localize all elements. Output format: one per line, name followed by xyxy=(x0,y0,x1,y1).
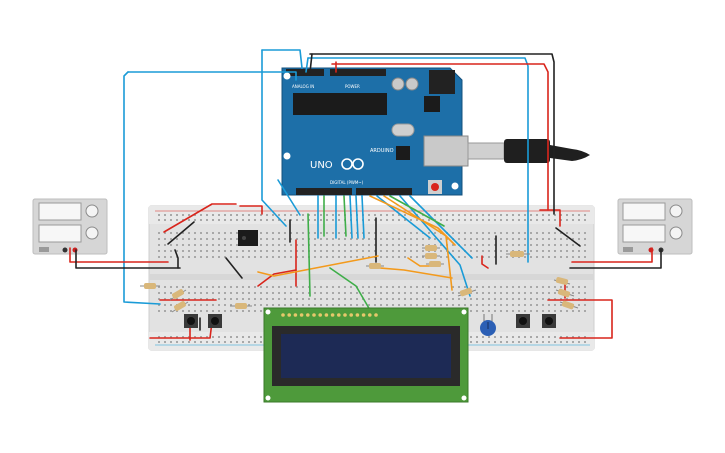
lcd-display[interactable] xyxy=(263,307,469,403)
pushbutton-icon xyxy=(211,317,219,325)
pushbutton-right-2[interactable] xyxy=(542,314,556,328)
pushbutton-icon xyxy=(545,317,553,325)
pushbutton-left-2[interactable] xyxy=(208,314,222,328)
power-supply-right[interactable] xyxy=(617,198,693,255)
arduino-logo-icon xyxy=(341,158,364,170)
resistor[interactable] xyxy=(506,251,530,257)
digital-header-label: DIGITAL (PWM~) xyxy=(330,180,364,185)
resistor[interactable] xyxy=(426,261,444,267)
resistor[interactable] xyxy=(457,287,477,297)
pushbutton-right-1[interactable] xyxy=(516,314,530,328)
usb-cable[interactable] xyxy=(467,139,590,163)
resistor[interactable] xyxy=(559,300,579,310)
analog-header-label: ANALOG IN xyxy=(292,84,314,89)
lcd-pin-header xyxy=(281,313,378,317)
board-brand-label: UNO xyxy=(310,160,333,171)
resistor[interactable] xyxy=(366,263,384,269)
power-header-label: POWER xyxy=(345,84,360,89)
lcd-screen xyxy=(281,334,451,378)
resistor[interactable] xyxy=(140,283,160,289)
potentiometer[interactable] xyxy=(480,314,496,336)
resistor[interactable] xyxy=(422,245,440,251)
resistor[interactable] xyxy=(422,253,440,259)
wires[interactable] xyxy=(69,49,662,341)
arduino-uno-board[interactable]: UNO ARDUINO POWER ANALOG IN DIGITAL (PWM… xyxy=(281,67,469,196)
power-jack-icon xyxy=(429,70,455,94)
pushbutton-icon xyxy=(187,317,195,325)
ic-chip[interactable] xyxy=(238,230,258,246)
reset-button[interactable] xyxy=(431,183,439,191)
pushbutton-icon xyxy=(519,317,527,325)
resistor[interactable] xyxy=(230,303,252,309)
usb-connector-icon xyxy=(423,135,469,167)
power-supply-left[interactable] xyxy=(32,198,108,255)
resistor[interactable] xyxy=(553,276,571,286)
pushbutton-left-1[interactable] xyxy=(184,314,198,328)
resistor[interactable] xyxy=(171,300,189,313)
resistors[interactable] xyxy=(140,245,579,313)
board-maker-label: ARDUINO xyxy=(370,148,394,154)
resistor[interactable] xyxy=(555,288,575,298)
resistor[interactable] xyxy=(169,288,187,301)
